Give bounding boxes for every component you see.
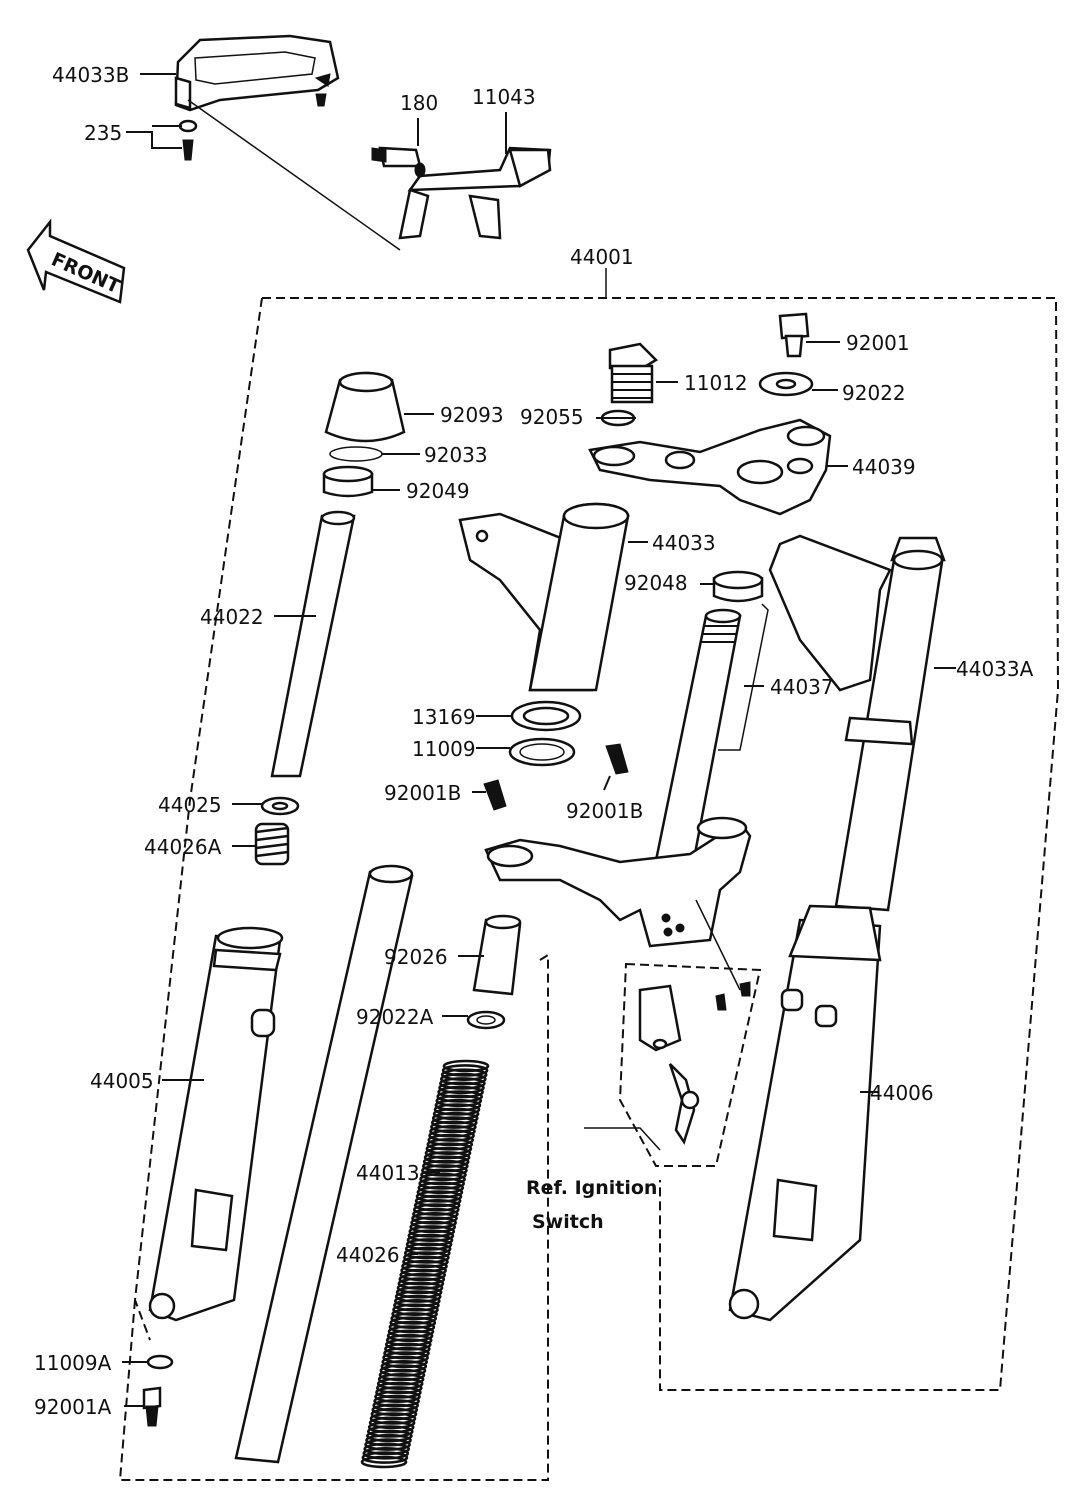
bracket-11043	[371, 146, 552, 240]
label-44006: 44006	[870, 1081, 934, 1105]
ref-note-line1: Ref. Ignition	[526, 1177, 657, 1199]
inner-tube-44013	[234, 864, 414, 1464]
bolt-92001b-left	[483, 779, 507, 811]
label-44037: 44037	[770, 675, 834, 699]
label-92001: 92001	[846, 331, 910, 355]
cap-bolt-11012	[608, 342, 659, 404]
label-92001b-right: 92001B	[566, 799, 643, 823]
bolt-235	[178, 119, 198, 161]
handle-bracket-44033b	[174, 34, 340, 112]
label-11012: 11012	[684, 371, 748, 395]
washer-92022a	[466, 1010, 506, 1030]
label-44013: 44013	[356, 1161, 420, 1185]
label-44026a: 44026A	[144, 835, 222, 859]
label-235: 235	[84, 121, 122, 145]
label-92033: 92033	[424, 443, 488, 467]
leader-lines	[122, 73, 956, 1407]
clip-92033	[329, 446, 383, 462]
label-44033: 44033	[652, 531, 716, 555]
label-92022: 92022	[842, 381, 906, 405]
bolt-top-right	[314, 73, 331, 107]
spring-44026a	[254, 822, 290, 866]
label-44033a: 44033A	[956, 657, 1034, 681]
label-44001: 44001	[570, 245, 634, 269]
spring-coil	[361, 1451, 409, 1464]
label-92001a: 92001A	[34, 1395, 112, 1419]
assembly-44001-boundary	[133, 297, 1060, 1391]
ignition-switch-reference	[584, 899, 762, 1167]
label-92093: 92093	[440, 403, 504, 427]
nut-44025	[260, 796, 300, 816]
steering-stem-44037	[650, 603, 769, 882]
label-44022: 44022	[200, 605, 264, 629]
label-44025: 44025	[158, 793, 222, 817]
spring-coil	[360, 1455, 408, 1469]
label-44005: 44005	[90, 1069, 154, 1093]
label-11043: 11043	[472, 85, 536, 109]
collar-92026	[472, 914, 522, 996]
seal-92048	[712, 570, 764, 603]
label-13169: 13169	[412, 705, 476, 729]
outer-tube-44005	[148, 926, 284, 1322]
headlight-bracket-44033	[458, 502, 630, 692]
washer-92022	[758, 371, 814, 397]
upper-clamp-44039	[588, 418, 832, 516]
spring-44026	[360, 1059, 490, 1469]
outer-tube-44006	[728, 904, 882, 1322]
label-44033b: 44033B	[52, 63, 129, 87]
damper-rod-44022	[270, 510, 356, 778]
dust-cap-92093	[324, 371, 406, 443]
lower-bracket	[484, 816, 752, 948]
ref-note-line2: Switch	[532, 1211, 604, 1233]
label-180: 180	[400, 91, 438, 115]
label-92048: 92048	[624, 571, 688, 595]
washer-11009a	[146, 1354, 174, 1370]
bolt-92001a	[142, 1386, 162, 1427]
label-44039: 44039	[852, 455, 916, 479]
label-92001b-left: 92001B	[384, 781, 461, 805]
race-11009	[508, 737, 576, 767]
label-92049: 92049	[406, 479, 470, 503]
label-92026: 92026	[384, 945, 448, 969]
bolt-92001b-right	[605, 743, 629, 775]
bolt-92001	[778, 312, 810, 358]
label-44026: 44026	[336, 1243, 400, 1267]
upper-tube-44033a	[768, 534, 946, 912]
label-92055: 92055	[520, 405, 584, 429]
bearing-13169	[510, 700, 582, 732]
label-92022a: 92022A	[356, 1005, 434, 1029]
front-direction-arrow: FRONT	[26, 218, 126, 304]
label-11009a: 11009A	[34, 1351, 112, 1375]
seal-92049	[322, 465, 374, 498]
label-11009: 11009	[412, 737, 476, 761]
